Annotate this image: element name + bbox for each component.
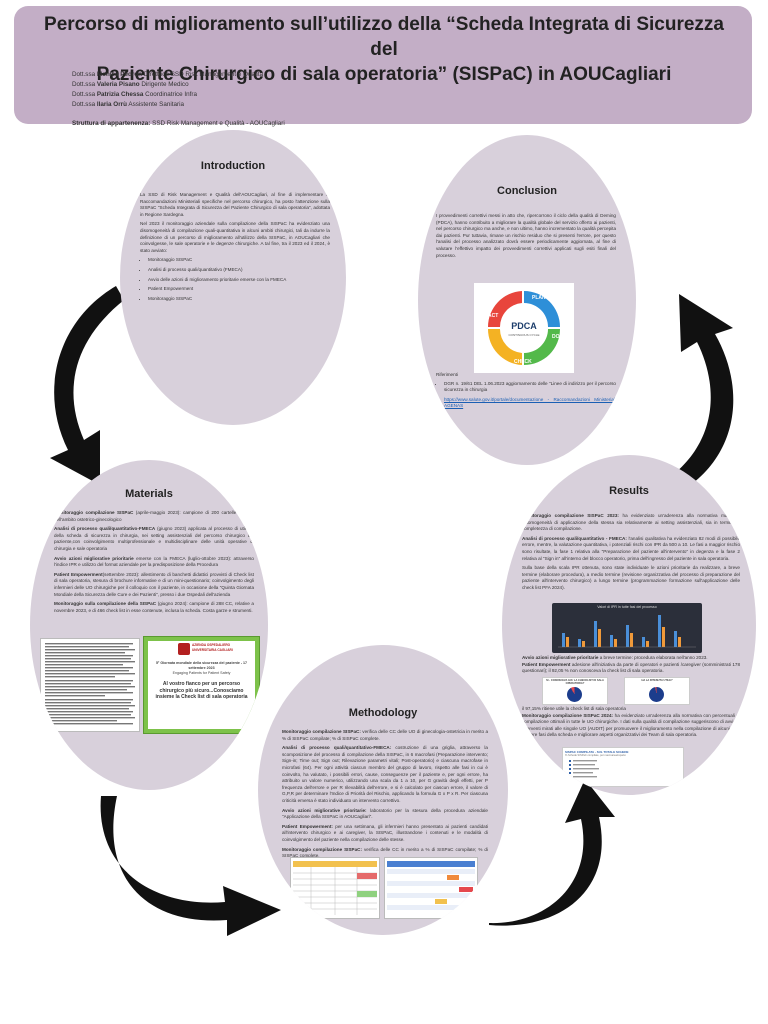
references: Riferimenti DGR n. 19/61 DEL 1.06.2023 a… (436, 372, 616, 413)
conclusion-text: I provvedimenti correttivi messi in atto… (436, 213, 616, 258)
ipr-chart: Valori di IPR in tutte fasi del processo (552, 603, 702, 653)
results-text-top: Monitoraggio compilazione SISPaC 2023: h… (522, 513, 740, 590)
author-2: Dott.ssa Valeria Pisano Dirigente Medico (72, 81, 189, 88)
brochure-thumbnail (40, 638, 140, 732)
pdca-do-label: DO (552, 334, 560, 340)
arrow-methodology-to-results (489, 779, 615, 926)
materials-section: Materials Monitoraggio compilazione SISP… (30, 460, 268, 790)
list-item: Monitoraggio SISPaC (148, 296, 330, 303)
conclusion-section: Conclusion I provvedimenti correttivi me… (418, 135, 636, 465)
poster-header: Percorso di miglioramento sull’utilizzo … (14, 6, 752, 127)
author-3: Dott.ssa Patrizia Chessa Coordinatrice I… (72, 91, 197, 98)
arrow-materials-to-methodology (100, 796, 281, 936)
methodology-heading: Methodology (348, 707, 418, 719)
flyer-logo-mark (178, 643, 190, 655)
pdca-act-label: ACT (488, 313, 498, 319)
pdca-check-label: CHECK (514, 359, 532, 365)
list-item: Monitoraggio SISPaC (148, 257, 330, 264)
methodology-text: Monitoraggio compilazione SISPaC: verifi… (282, 729, 488, 859)
introduction-heading: Introduction (200, 160, 266, 172)
list-item: Avvio delle azioni di miglioramento prio… (148, 277, 330, 284)
list-item: Patient Empowerment (148, 286, 330, 293)
conclusion-heading: Conclusion (497, 185, 557, 197)
methodology-section: Methodology Monitoraggio compilazione SI… (258, 645, 508, 935)
world-day-flyer: AZIENDA OSPEDALIERO UNIVERSITARIA CAGLIA… (143, 636, 260, 734)
materials-text: Monitoraggio compilazione SISPaC (aprile… (54, 510, 254, 613)
pie2 (649, 687, 664, 702)
reference-item: DGR n. 19/61 DEL 1.06.2023 aggiornamento… (444, 381, 616, 394)
introduction-list: Monitoraggio SISPaC Analisi di processo … (140, 257, 330, 302)
final-compilation-chart: SISPAC COMPILATA - SUL TOTALE SCHEDE % S… (562, 747, 684, 787)
pdca-sub-label: CONTINUOUS CYCLE (508, 333, 539, 337)
flyer-logo: AZIENDA OSPEDALIERO UNIVERSITARIA CAGLIA… (192, 643, 233, 652)
pdca-plan-label: PLAN (532, 295, 546, 301)
introduction-section: Introduction La SSD di Risk Management e… (120, 130, 346, 425)
introduction-text: La SSD di Risk Management e Qualità dell… (140, 192, 330, 305)
results-text-middle: Avvio azioni migliorative prioritarie a … (522, 655, 740, 674)
results-text-bottom: il 97,15% ritiene utile la check list di… (522, 706, 741, 738)
pdca-diagram: PLAN DO CHECK ACT PDCA CONTINUOUS CYCLE (474, 283, 574, 373)
fmeca-table-thumbnail (290, 857, 380, 919)
arrow-intro-to-materials (50, 286, 124, 485)
author-1: Dott.ssa Monica Pedron Direttrice SSD Ri… (72, 71, 264, 78)
pie1 (567, 687, 582, 702)
fmeca-grid-thumbnail (384, 857, 478, 919)
materials-heading: Materials (125, 488, 173, 500)
affiliation: Struttura di appartenenza: SSD Risk Mana… (72, 120, 285, 127)
results-section: Results Monitoraggio compilazione SISPaC… (502, 455, 756, 795)
results-heading: Results (609, 485, 649, 497)
reference-link[interactable]: https://www.salute.gov.it/portale/docume… (444, 397, 616, 410)
arrow-results-to-conclusion (657, 294, 734, 495)
pie-chart-useful: HA LA RITENUTA UTILE? (624, 677, 690, 705)
author-list: Dott.ssa Monica Pedron Direttrice SSD Ri… (72, 70, 263, 110)
author-4: Dott.ssa Ilaria Orrù Assistente Sanitari… (72, 101, 185, 108)
poster-title: Percorso di miglioramento sull’utilizzo … (44, 14, 724, 85)
list-item: Analisi di processo quali/quantitativo (… (148, 267, 330, 274)
ipr-chart-title: Valori di IPR in tutte fasi del processo (597, 605, 657, 609)
pdca-center-label: PDCA (511, 321, 537, 331)
pie-chart-known: SI - CONOSCEVA GIA' LA CHECKLIST DI SALA… (542, 677, 608, 705)
